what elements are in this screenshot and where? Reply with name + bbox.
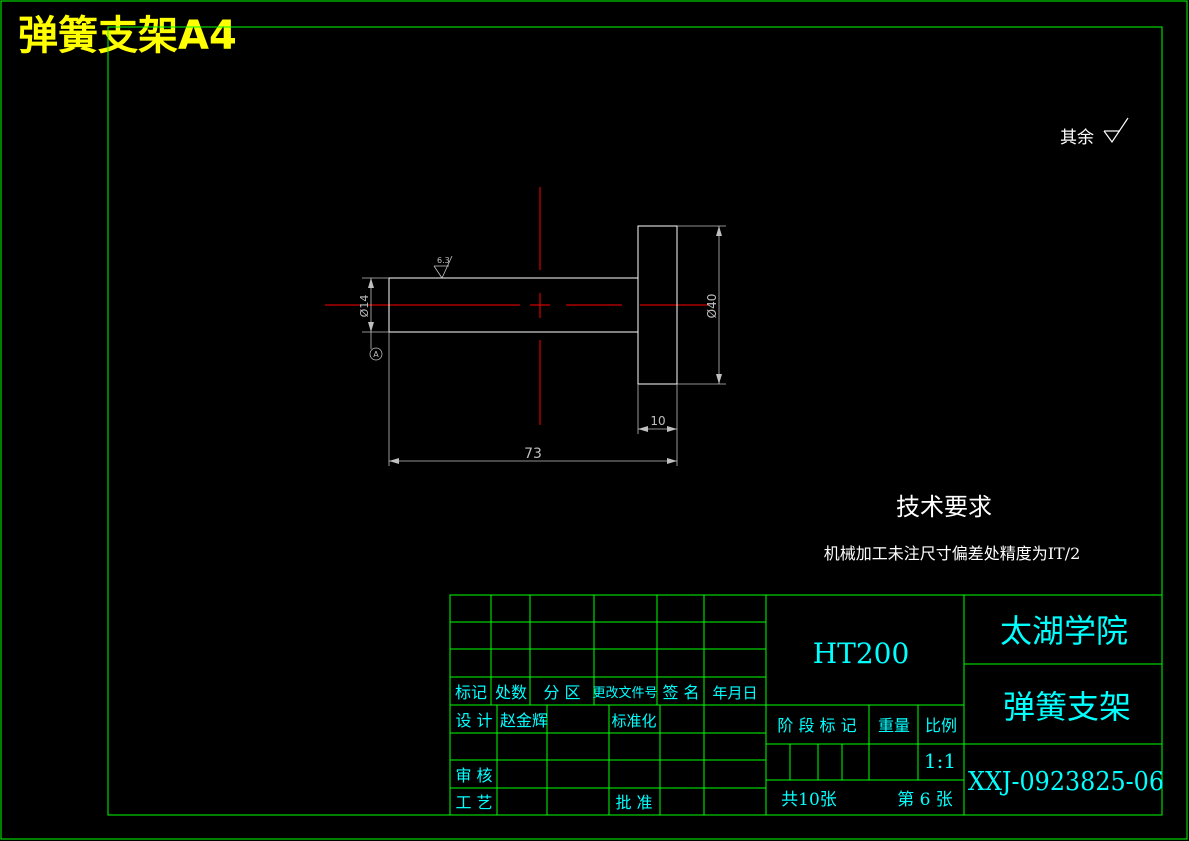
tb-process-label: 工 艺 bbox=[455, 793, 492, 812]
tech-req-line: 机械加工未注尺寸偏差处精度为IT/2 bbox=[824, 544, 1081, 563]
tb-scale: 1:1 bbox=[924, 749, 956, 773]
tb-stage-label: 阶 段 标 记 bbox=[777, 716, 856, 735]
tb-sheets-total: 共10张 bbox=[781, 790, 837, 810]
title-block bbox=[449, 594, 1163, 816]
roughness-symbol: 6.3 bbox=[433, 255, 453, 279]
dim-head-diameter: Ø40 bbox=[677, 225, 726, 385]
dim-shaft-diameter-text: Ø14 bbox=[358, 295, 371, 318]
tb-standard-label: 标准化 bbox=[611, 712, 656, 730]
tb-school: 太湖学院 bbox=[1000, 612, 1128, 650]
tb-review-label: 审 核 bbox=[455, 766, 492, 785]
tb-part-name: 弹簧支架 bbox=[1003, 688, 1131, 726]
tb-hdr-count: 处数 bbox=[495, 683, 527, 702]
roughness-check-icon bbox=[1103, 117, 1129, 144]
datum-label: A bbox=[373, 350, 379, 359]
roughness-value: 6.3 bbox=[437, 256, 450, 265]
dim-shaft-diameter: Ø14 bbox=[358, 277, 389, 345]
tb-hdr-docno: 更改文件号 bbox=[592, 686, 657, 701]
tb-hdr-zone: 分 区 bbox=[543, 683, 580, 702]
roughness-note-label: 其余 bbox=[1060, 128, 1094, 148]
tb-hdr-mark: 标记 bbox=[455, 683, 487, 702]
datum-marker: A bbox=[369, 345, 383, 361]
page-title: 弹簧支架A4 bbox=[18, 13, 237, 59]
tb-material: HT200 bbox=[813, 637, 910, 670]
tb-designer: 赵金辉 bbox=[500, 711, 548, 730]
tb-sheet-no: 第 6 张 bbox=[897, 790, 953, 810]
dim-head-diameter-text: Ø40 bbox=[705, 294, 719, 319]
tb-design-label: 设 计 bbox=[455, 711, 492, 730]
dim-total-length-text: 73 bbox=[524, 446, 542, 462]
tb-approve-label: 批 准 bbox=[615, 793, 652, 812]
tb-hdr-sign: 签 名 bbox=[662, 683, 699, 702]
dim-total-length: 73 bbox=[388, 332, 677, 466]
tech-req-heading: 技术要求 bbox=[896, 493, 992, 521]
tb-scale-label: 比例 bbox=[925, 716, 957, 735]
dim-head-length: 10 bbox=[637, 384, 678, 466]
tb-drawing-no: XXJ-0923825-06 bbox=[968, 767, 1164, 797]
head-outline bbox=[637, 225, 678, 385]
dim-head-length-text: 10 bbox=[650, 414, 665, 428]
tb-weight-label: 重量 bbox=[878, 716, 910, 735]
tb-hdr-date: 年月日 bbox=[712, 684, 757, 702]
